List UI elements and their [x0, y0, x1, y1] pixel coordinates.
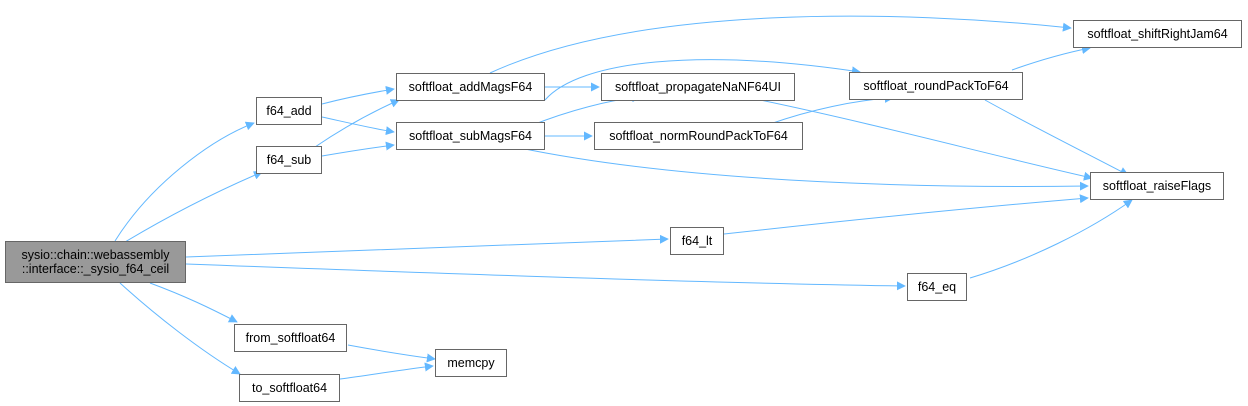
node-softfloat-roundpacktof64[interactable]: softfloat_roundPackToF64	[849, 72, 1023, 100]
root-label-line2: ::interface::_sysio_f64_ceil	[21, 262, 170, 276]
edge-f64-add-submags	[321, 116, 395, 136]
node-f64-eq[interactable]: f64_eq	[907, 273, 967, 301]
node-f64-sub[interactable]: f64_sub	[256, 146, 322, 174]
node-softfloat-addmagsf64[interactable]: softfloat_addMagsF64	[396, 73, 545, 101]
edge-addmags-roundpack	[544, 59, 861, 101]
node-to-softfloat64[interactable]: to_softfloat64	[239, 374, 340, 402]
edge-addmags-shiftrightjam	[489, 15, 1072, 74]
edge-to-softfloat64-memcpy	[339, 362, 434, 380]
node-softfloat-shiftrightjam64[interactable]: softfloat_shiftRightJam64	[1073, 20, 1242, 48]
edge-root-from-softfloat64	[149, 282, 238, 323]
node-from-softfloat64[interactable]: from_softfloat64	[234, 324, 347, 352]
edge-root-to-softfloat64	[119, 282, 241, 375]
edge-roundpack-shiftrightjam	[1011, 45, 1091, 71]
edge-root-f64-sub	[124, 171, 263, 243]
edge-roundpack-raiseflags	[984, 99, 1129, 176]
edge-normround-roundpack	[769, 93, 894, 125]
edge-root-f64-add	[114, 121, 255, 242]
node-softfloat-raiseflags[interactable]: softfloat_raiseFlags	[1090, 172, 1224, 200]
edge-root-f64-eq	[185, 263, 906, 291]
edge-f64-sub-addmags	[314, 99, 400, 148]
edge-propagatenan-raiseflags	[759, 99, 1093, 181]
edge-f64-sub-submags	[321, 141, 395, 157]
root-label-line1: sysio::chain::webassembly	[21, 248, 170, 262]
node-softfloat-normroundpacktof64[interactable]: softfloat_normRoundPackToF64	[594, 122, 803, 150]
edge-f64-eq-raiseflags	[969, 199, 1133, 279]
node-memcpy[interactable]: memcpy	[435, 349, 507, 377]
edge-f64-lt-raiseflags	[723, 194, 1089, 235]
node-f64-add[interactable]: f64_add	[256, 97, 322, 125]
node-f64-lt[interactable]: f64_lt	[670, 227, 724, 255]
edge-submags-raiseflags	[519, 147, 1089, 191]
node-root-sysio-f64-ceil: sysio::chain::webassembly ::interface::_…	[5, 241, 186, 283]
edge-from-softfloat64-memcpy	[347, 344, 436, 363]
edge-root-f64-lt	[185, 234, 669, 258]
edge-f64-add-addmags	[321, 85, 395, 105]
node-softfloat-submagsf64[interactable]: softfloat_subMagsF64	[396, 122, 545, 150]
node-softfloat-propagatenanf64ui[interactable]: softfloat_propagateNaNF64UI	[601, 73, 795, 101]
